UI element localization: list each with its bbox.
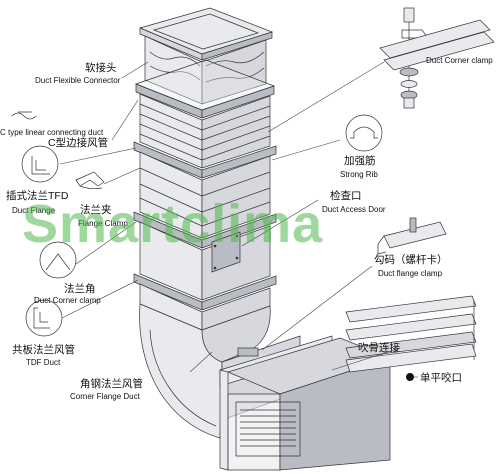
- corner-clamp-icon: [39, 241, 77, 279]
- label-corner-en: Duct Corner clamp: [34, 296, 101, 305]
- upper-duct-section: [133, 93, 277, 179]
- label-rib-cn: 加强筋: [344, 154, 376, 167]
- label-bite-cn: 吹骨连接: [358, 341, 400, 354]
- label-angle-en: Corner Flange Duct: [70, 392, 141, 401]
- single-seam-marker: [406, 373, 414, 381]
- label-hook-en: Duct flange clamp: [378, 269, 443, 278]
- duct-assembly: [133, 7, 392, 471]
- label-hook-cn: 勾码（螺杆卡）: [374, 253, 448, 266]
- top-flange: [138, 7, 274, 61]
- label-angle-cn: 角钢法兰风管: [80, 377, 143, 390]
- access-door: [211, 231, 241, 273]
- label-tfd-en: Duct Flange: [12, 206, 56, 215]
- access-door-section: [133, 221, 277, 311]
- seam-detail: [345, 295, 477, 381]
- label-ctype-en: C type linear connecting duct: [0, 128, 104, 137]
- flange-bands: [134, 59, 276, 119]
- hook-clamp-on-duct: [237, 347, 259, 357]
- ctype-profile-icon: [11, 111, 37, 120]
- air-grille: [235, 401, 301, 457]
- rib-profile-icon: [345, 114, 383, 152]
- label-corner-cn: 法兰角: [64, 282, 96, 295]
- label-flange-clamp-en: Flange Clamp: [78, 219, 128, 228]
- label-ctype-cn: C型边接风管: [48, 136, 108, 149]
- corner-flange-section: [139, 283, 271, 331]
- hook-clamp-icon: [377, 217, 447, 255]
- leader-lines: [59, 61, 418, 378]
- label-flexible-cn: 软接头: [85, 61, 117, 74]
- label-single-cn: 单平咬口: [420, 371, 462, 384]
- label-corner-clamp-top-en: Duct Corner clamp: [426, 56, 493, 65]
- label-door-en: Duct Access Door: [322, 205, 386, 214]
- tfd-profile-icon: [21, 145, 59, 183]
- watermark: Smartclima: [22, 194, 323, 254]
- label-tdf-cn: 共板法兰风管: [12, 343, 75, 356]
- label-tfd-cn: 插式法兰TFD: [6, 189, 69, 202]
- label-flange-clamp-cn: 法兰夹: [80, 203, 112, 216]
- tdf-profile-icon: [25, 299, 63, 337]
- flange-clamp-icon: [75, 171, 105, 190]
- flexible-connector: [144, 35, 267, 105]
- label-tdf-en: TDF Duct: [26, 358, 61, 367]
- label-rib-en: Strong Rib: [340, 170, 378, 179]
- label-door-cn: 检查口: [330, 189, 362, 202]
- middle-duct-section: [133, 151, 277, 249]
- labels: 软接头 Duct Flexible Connector C type linea…: [0, 56, 493, 401]
- label-flexible-en: Duct Flexible Connector: [35, 76, 121, 85]
- bolt-clamp-icon: [379, 7, 495, 109]
- outlet-duct: [219, 335, 392, 471]
